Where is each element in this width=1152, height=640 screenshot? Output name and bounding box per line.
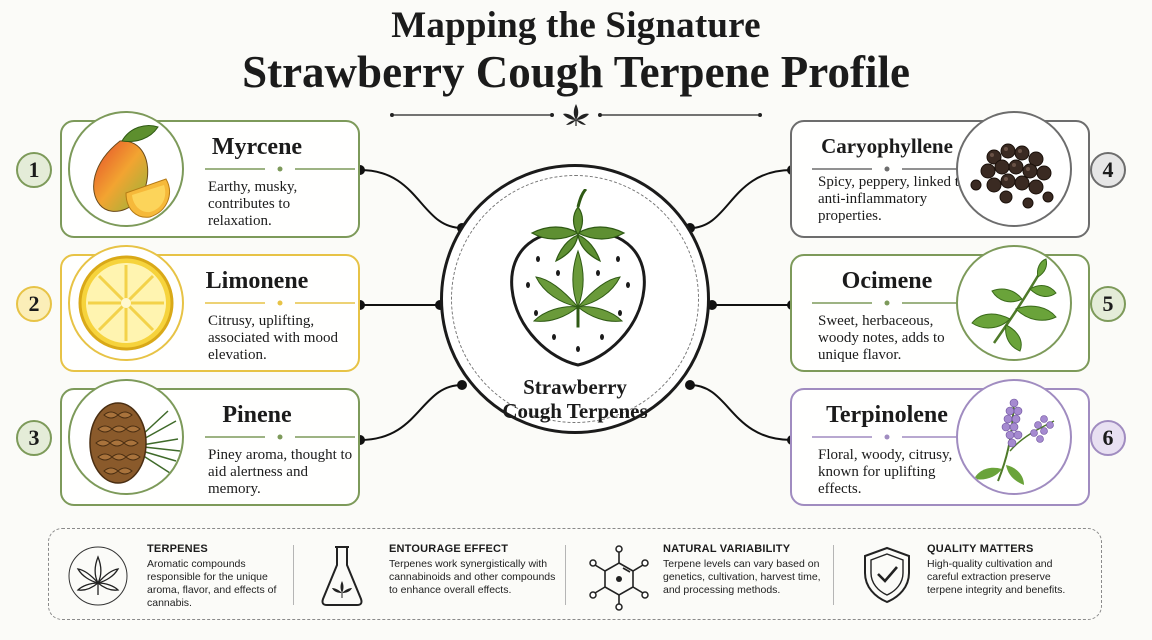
number-badge-5: 5 [1090, 286, 1126, 322]
number-badge-4: 4 [1090, 152, 1126, 188]
title-line-1: Mapping the Signature [391, 5, 761, 46]
terpene-desc: Earthy, musky, contributes to relaxation… [208, 179, 298, 229]
lemon-image [68, 245, 184, 361]
info-bar: TERPENES Aromatic compounds responsible … [48, 528, 1102, 620]
info-title: TERPENES [147, 543, 208, 555]
basil-icon [971, 258, 1057, 352]
terpene-desc: Sweet, herbaceous, woody notes, adds to … [818, 313, 945, 363]
terpene-name: Caryophyllene [821, 134, 953, 158]
shield-check-icon [864, 546, 910, 604]
terpene-name: Ocimene [841, 268, 933, 294]
peppercorn-image [956, 111, 1072, 227]
info-title: QUALITY MATTERS [927, 543, 1034, 555]
terpene-name: Terpinolene [826, 402, 948, 428]
number-badge-3: 3 [16, 420, 52, 456]
info-desc: Aromatic compounds responsible for the u… [147, 558, 277, 609]
terpene-name: Limonene [205, 268, 309, 294]
strawberry-icon [510, 189, 646, 367]
info-item-quality: QUALITY MATTERS High-quality cultivation… [839, 529, 1101, 621]
center-label-line-2: Cough Terpenes [502, 399, 648, 423]
lilac-image [956, 379, 1072, 495]
center-inner-ring [451, 175, 699, 423]
peppercorn-icon [970, 143, 1054, 209]
info-desc: Terpene levels can vary based on genetic… [663, 558, 821, 596]
info-divider [565, 545, 566, 605]
lemon-icon [78, 255, 174, 351]
info-item-variability: NATURAL VARIABILITY Terpene levels can v… [571, 529, 833, 621]
info-desc: Terpenes work synergistically with canna… [389, 558, 556, 596]
info-divider [833, 545, 834, 605]
title-line-2: Strawberry Cough Terpene Profile [242, 47, 910, 97]
number-badge-2: 2 [16, 286, 52, 322]
pinecone-icon [89, 402, 181, 484]
lilac-icon [974, 398, 1055, 485]
info-title: ENTOURAGE EFFECT [389, 543, 509, 555]
basil-image [956, 245, 1072, 361]
info-title: NATURAL VARIABILITY [663, 543, 791, 555]
info-item-terpenes: TERPENES Aromatic compounds responsible … [49, 529, 293, 621]
center-label-line-1: Strawberry [523, 375, 627, 399]
number-badge-6: 6 [1090, 420, 1126, 456]
terpene-name: Myrcene [211, 134, 303, 160]
title-ornament [390, 104, 762, 126]
terpene-desc: Spicy, peppery, linked to anti-inflammat… [818, 174, 967, 224]
terpene-desc: Floral, woody, citrusy, known for uplift… [818, 447, 953, 497]
info-item-entourage: ENTOURAGE EFFECT Terpenes work synergist… [299, 529, 565, 621]
info-divider [293, 545, 294, 605]
mango-icon [93, 125, 170, 218]
small-leaf-icon [563, 104, 589, 126]
flask-icon [321, 546, 363, 606]
terpene-desc: Piney aroma, thought to aid alertness an… [208, 447, 353, 497]
number-badge-1: 1 [16, 152, 52, 188]
terpene-desc: Citrusy, uplifting, associated with mood… [208, 313, 338, 363]
center-strawberry-badge: Strawberry Cough Terpenes [440, 164, 710, 434]
terpene-name: Pinene [222, 402, 292, 428]
cannabis-leaf-icon [68, 546, 128, 606]
cannabis-leaf-icon [532, 249, 624, 328]
info-desc: High-quality cultivation and careful ext… [927, 558, 1066, 596]
molecule-icon [589, 545, 649, 611]
mango-image [68, 111, 184, 227]
pinecone-image [68, 379, 184, 495]
